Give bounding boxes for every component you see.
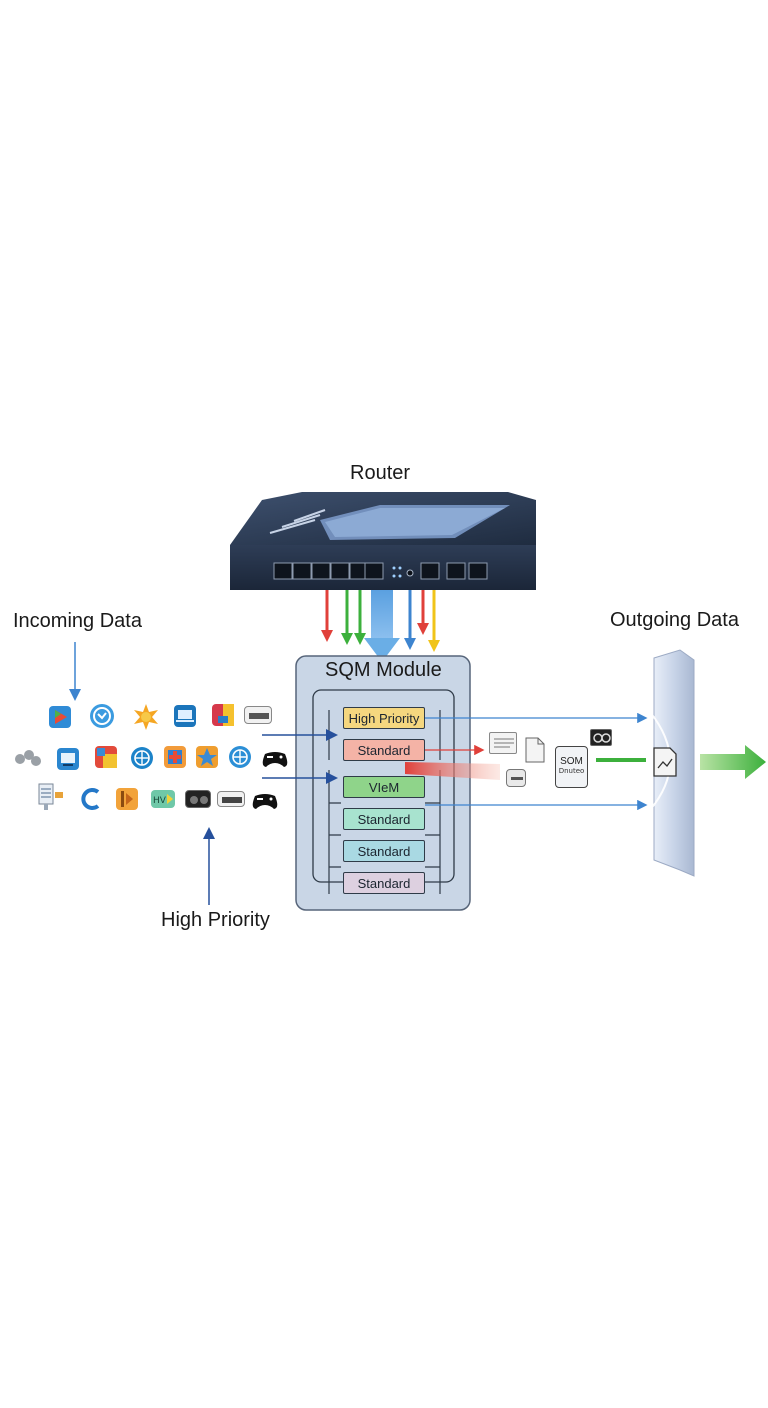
- keyboard-icon-2: [217, 791, 245, 807]
- play-icon: [49, 706, 71, 728]
- queue-6: Standard: [343, 872, 425, 894]
- laptop-icon: [174, 705, 196, 727]
- svg-text:HV: HV: [153, 796, 167, 806]
- film-icon: [116, 788, 138, 810]
- file-icon: [524, 737, 546, 763]
- c-icon: [78, 786, 104, 812]
- sqm-device-line1: SOM: [560, 756, 583, 767]
- queue-4: Standard: [343, 808, 425, 830]
- chart-icon: HV: [151, 790, 175, 808]
- folder-icon: [95, 746, 117, 768]
- small-packet-icon: [506, 769, 526, 787]
- vr-headset-icon: [590, 729, 612, 746]
- star-icon: [196, 746, 218, 768]
- queue-5: Standard: [343, 840, 425, 862]
- shield-icon: [212, 704, 234, 726]
- red-traffic-beam: [405, 762, 500, 780]
- sqm-device-box: SOM Dnuteo: [555, 746, 588, 788]
- sqm-device-line2: Dnuteo: [558, 767, 585, 775]
- globe-icon-2: [131, 747, 153, 769]
- globe-icon: [90, 704, 114, 728]
- incoming-data-label: Incoming Data: [13, 610, 142, 632]
- router-device: [230, 492, 536, 590]
- high-priority-label: High Priority: [161, 909, 270, 931]
- users-icon: [14, 748, 42, 770]
- router-output-arrows: [321, 590, 440, 662]
- outgoing-file-icon: [651, 746, 679, 778]
- keyboard-icon: [244, 706, 272, 724]
- queue-3: VIeM: [343, 776, 425, 798]
- gamepad-icon: [260, 748, 290, 770]
- monitor-icon: [57, 748, 79, 770]
- router-label: Router: [350, 462, 411, 484]
- document-icon: [36, 782, 66, 812]
- outgoing-arrow: [700, 745, 766, 779]
- outgoing-data-label: Outgoing Data: [610, 609, 739, 631]
- queue-2: Standard: [343, 739, 425, 761]
- network-icon: [229, 746, 251, 768]
- plus-icon: [164, 746, 186, 768]
- sqm-module-title: SQM Module: [325, 659, 442, 681]
- packet-doc-icon: [489, 732, 517, 754]
- sun-icon: [133, 704, 158, 730]
- queue-1: High Priority: [343, 707, 425, 729]
- vr-icon: [185, 790, 211, 808]
- gamepad-icon-2: [250, 790, 280, 812]
